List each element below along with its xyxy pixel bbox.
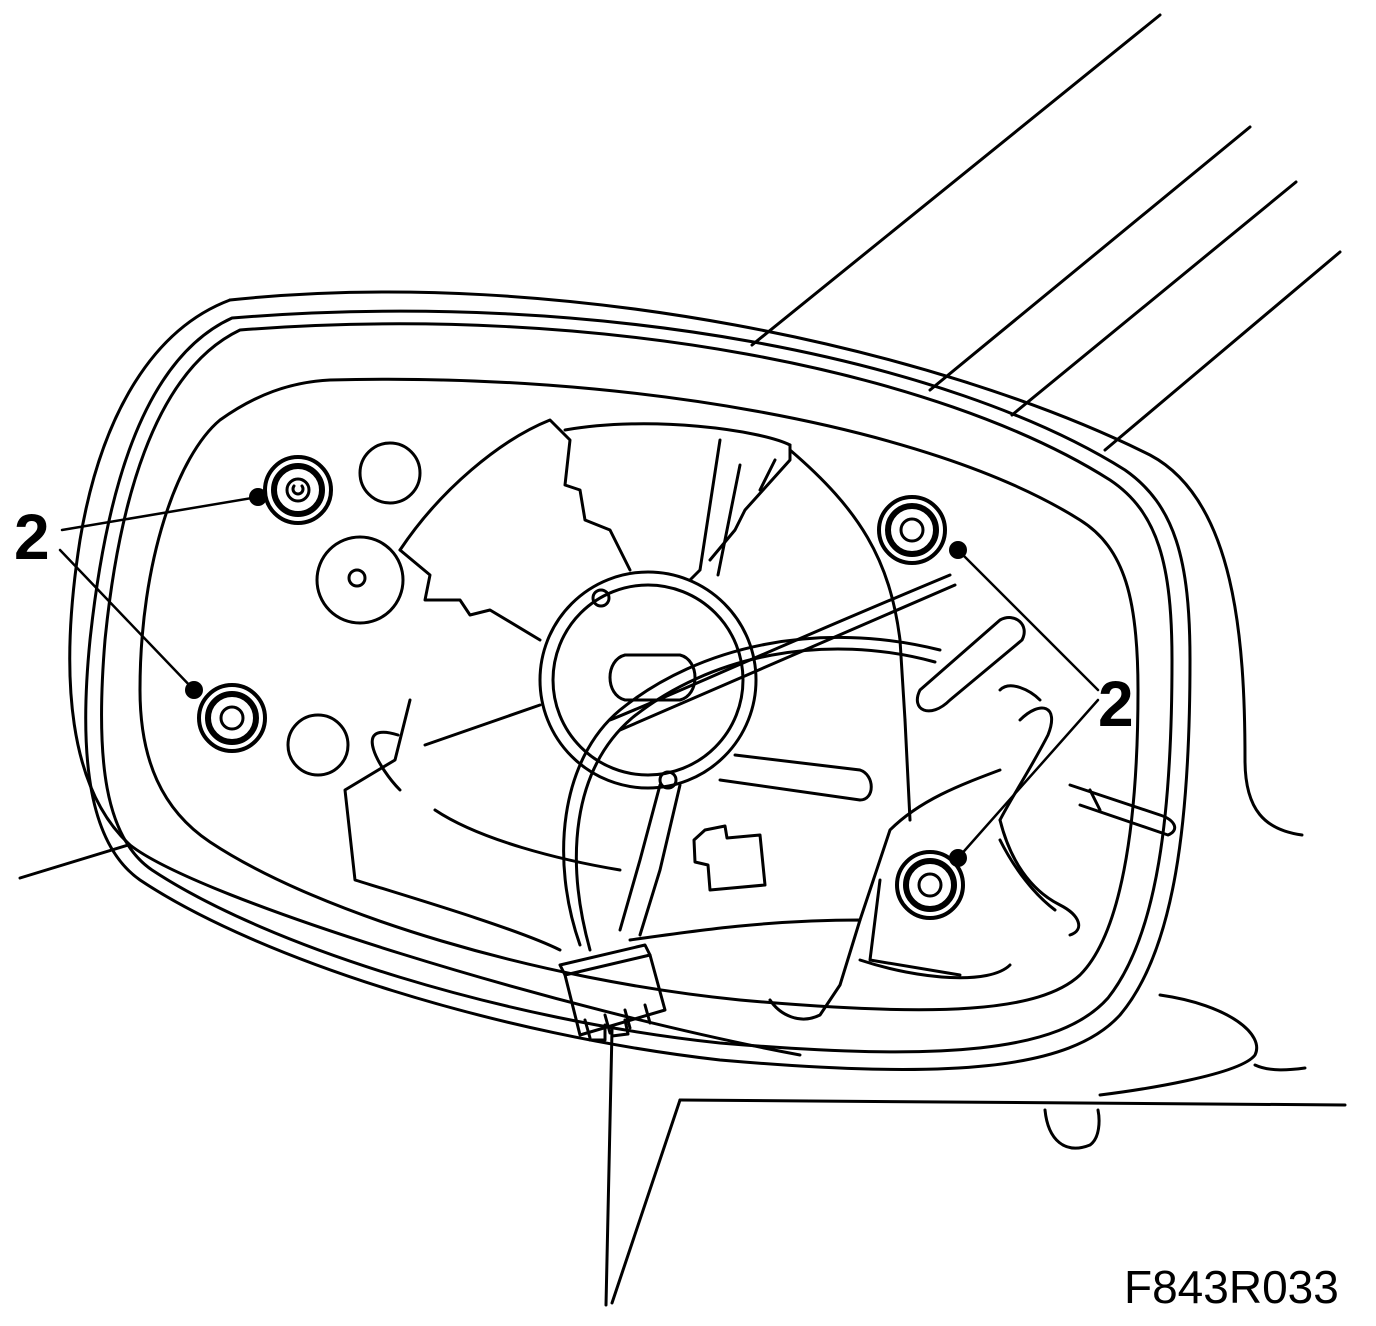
wiring-harness [564,575,955,950]
callout-leader-lines [60,497,1098,858]
background-line-left [20,845,128,878]
mirror-housing [70,292,1345,1305]
screw-top-left [265,457,331,523]
mounting-holes [288,443,420,775]
central-hub [540,572,756,788]
screw-bottom-left [199,685,265,751]
mirror-backing-plate [345,420,1010,1019]
screw-bottom-right [897,852,963,918]
figure-code: F843R033 [1124,1261,1339,1313]
callout-label-right: 2 [1098,668,1134,740]
screw-top-right [879,497,945,563]
connector-block [694,826,765,890]
actuator-arm [917,618,1174,935]
mirror-frame [86,311,1190,1069]
leader-dots [185,488,967,867]
connector-plug [560,945,665,1040]
callout-label-left: 2 [14,501,50,573]
mirror-arm-lines [752,15,1340,450]
